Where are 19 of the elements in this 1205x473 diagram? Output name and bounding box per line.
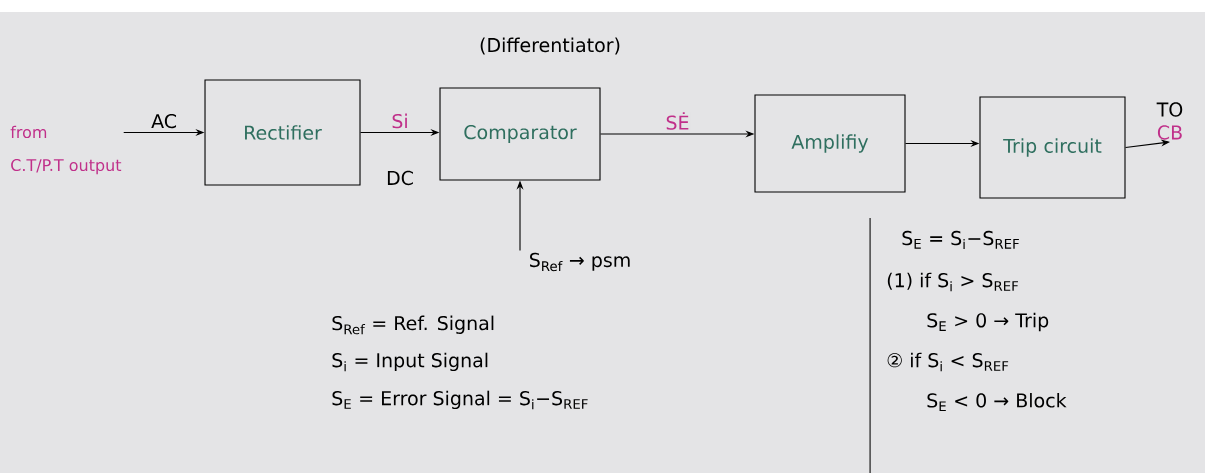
equation: S$_{E}$ = S$_{i}$−S$_{REF}$	[902, 230, 1019, 250]
equation: S$_{E}$ < 0 → Block	[927, 392, 1067, 412]
signal-label: S$_{Ref}$ → psm	[530, 252, 630, 272]
equation: (1) if S$_{i}$ > S$_{REF}$	[887, 272, 1018, 292]
destination-label: TO CB	[1156, 102, 1183, 140]
equation: S$_{E}$ > 0 → Trip	[927, 312, 1049, 332]
equation: S$_{i}$ = Input Signal	[332, 352, 488, 372]
annotation: (Differentiator)	[480, 37, 620, 55]
process-box: Trip circuit	[979, 96, 1126, 199]
source-label: from C.T/P.T output	[10, 125, 122, 175]
process-box: Amplifiy	[754, 94, 906, 193]
equation: S$_{E}$ = Error Signal = S$_{i}$−S$_{REF}$	[332, 390, 588, 410]
arrow	[1125, 139, 1170, 149]
signal-label: DC	[387, 170, 413, 186]
equation: S$_{Ref}$ = Ref. Signal	[332, 315, 494, 335]
process-box: Comparator	[439, 87, 601, 181]
equation: ② if S$_{i}$ < S$_{REF}$	[887, 352, 1009, 372]
process-box: Rectifier	[204, 79, 361, 186]
edge-label: SĖ	[664, 111, 691, 131]
